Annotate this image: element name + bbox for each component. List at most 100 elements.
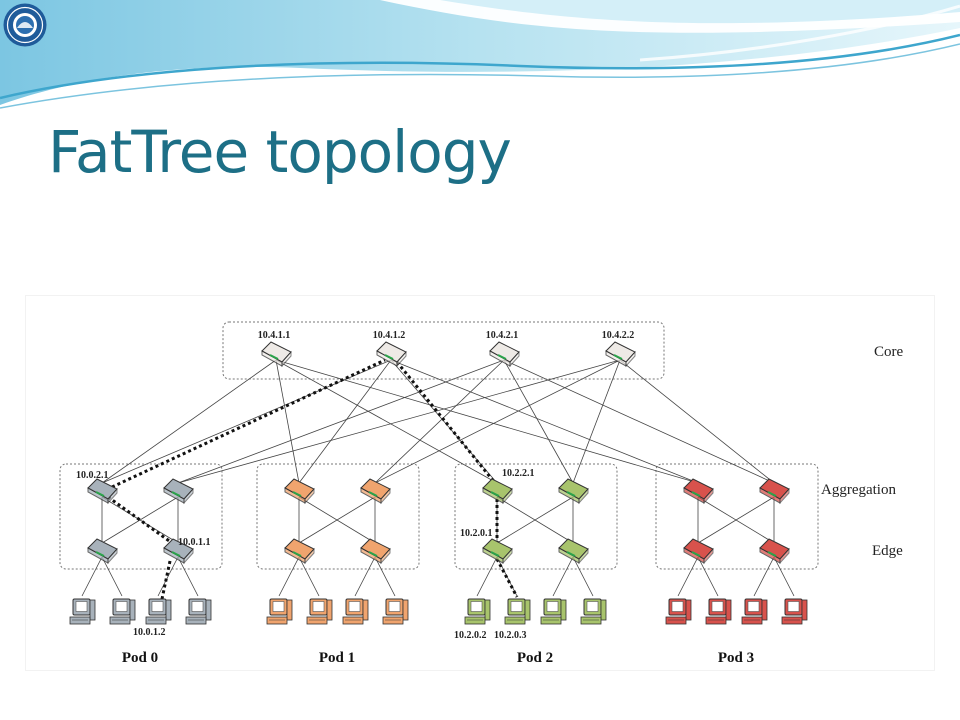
link-edge-host-pod0 [81, 556, 103, 597]
core-switch-label: 10.4.1.1 [258, 330, 291, 341]
edge-switch-icon [683, 538, 714, 565]
layer-label-aggregation: Aggregation [821, 482, 896, 498]
address-label: 10.0.2.1 [76, 470, 109, 481]
pod-3-box [655, 463, 819, 570]
link-edge-host-pod2 [572, 556, 594, 597]
host-icon [342, 598, 369, 625]
link-edge-host-pod1 [374, 556, 396, 597]
host-icon [266, 598, 293, 625]
link-agg-edge-pod2 [496, 496, 574, 544]
university-seal-icon [3, 3, 47, 47]
link-edge-host-pod1 [354, 556, 376, 597]
link-edge-host-pod3 [773, 556, 795, 597]
core-group-box [222, 321, 665, 380]
address-label: 10.2.0.2 [454, 630, 487, 641]
pod-2-box [454, 463, 618, 570]
dotted-path-segment [395, 361, 497, 484]
pod-label: Pod 1 [319, 650, 355, 666]
host-icon [580, 598, 607, 625]
link-core1-pod1 [298, 359, 392, 484]
host-icon [504, 598, 531, 625]
link-core3-pod2 [572, 359, 621, 484]
pod-0-box [59, 463, 223, 570]
aggregation-switch-icon [87, 478, 118, 505]
aggregation-switch-icon [683, 478, 714, 505]
host-icon [185, 598, 212, 625]
link-edge-host-pod3 [677, 556, 699, 597]
edge-switch-icon [558, 538, 589, 565]
slide-title: FatTree topology [48, 118, 512, 186]
address-label: 10.2.2.1 [502, 468, 535, 479]
dotted-path-segment [160, 560, 172, 600]
link-core0-pod0 [101, 359, 277, 484]
aggregation-switch-icon [284, 478, 315, 505]
address-label: 10.2.0.3 [494, 630, 527, 641]
link-core2-pod3 [503, 359, 775, 484]
link-edge-host-pod1 [278, 556, 300, 597]
host-icon [464, 598, 491, 625]
host-icon [741, 598, 768, 625]
host-icon [306, 598, 333, 625]
link-core1-pod3 [390, 359, 699, 484]
layer-label-edge: Edge [872, 543, 903, 559]
link-core3-pod0 [177, 359, 621, 484]
edge-switch-icon [284, 538, 315, 565]
link-agg-edge-pod1 [298, 496, 376, 544]
link-edge-host-pod0 [101, 556, 123, 597]
edge-switch-icon [87, 538, 118, 565]
edge-switch-icon [163, 538, 194, 565]
pod-label: Pod 0 [122, 650, 158, 666]
host-icon [69, 598, 96, 625]
aggregation-switch-icon [759, 478, 790, 505]
host-icon [382, 598, 409, 625]
pod-1-box [256, 463, 420, 570]
host-icon [781, 598, 808, 625]
link-agg-edge-pod3 [697, 496, 775, 544]
address-label: 10.0.1.1 [178, 537, 211, 548]
link-core0-pod3 [275, 359, 699, 484]
pod-label: Pod 3 [718, 650, 754, 666]
link-core0-pod2 [275, 359, 498, 484]
link-edge-host-pod0 [177, 556, 199, 597]
core-switch-label: 10.4.1.2 [373, 330, 406, 341]
aggregation-switch-icon [360, 478, 391, 505]
layer-label-core: Core [874, 344, 904, 360]
host-icon [665, 598, 692, 625]
link-edge-host-pod1 [298, 556, 320, 597]
core-switch-icon [489, 341, 520, 368]
edge-switch-icon [759, 538, 790, 565]
host-icon [145, 598, 172, 625]
link-edge-host-pod0 [157, 556, 179, 597]
link-core0-pod1 [275, 359, 300, 484]
core-switch-icon [261, 341, 292, 368]
core-switch-icon [376, 341, 407, 368]
host-icon [109, 598, 136, 625]
core-switch-label: 10.4.2.1 [486, 330, 519, 341]
aggregation-switch-icon [163, 478, 194, 505]
dotted-path-segment [107, 495, 173, 545]
aggregation-switch-icon [482, 478, 513, 505]
link-agg-edge-pod0 [101, 496, 179, 544]
address-label: 10.2.0.1 [460, 528, 493, 539]
link-core3-pod3 [619, 359, 775, 484]
link-edge-host-pod3 [697, 556, 719, 597]
link-edge-host-pod3 [753, 556, 775, 597]
edge-switch-icon [482, 538, 513, 565]
dotted-path-segment [111, 358, 386, 489]
link-core1-pod2 [390, 359, 498, 484]
link-edge-host-pod2 [476, 556, 498, 597]
header-banner [0, 0, 960, 109]
edge-switch-icon [360, 538, 391, 565]
link-core2-pod1 [374, 359, 505, 484]
dotted-path-segment [495, 558, 519, 598]
host-icon [705, 598, 732, 625]
address-label: 10.0.1.2 [133, 627, 166, 638]
link-core2-pod2 [503, 359, 574, 484]
host-icon [540, 598, 567, 625]
core-switch-icon [605, 341, 636, 368]
link-core2-pod0 [177, 359, 505, 484]
core-switch-label: 10.4.2.2 [602, 330, 635, 341]
pod-label: Pod 2 [517, 650, 553, 666]
